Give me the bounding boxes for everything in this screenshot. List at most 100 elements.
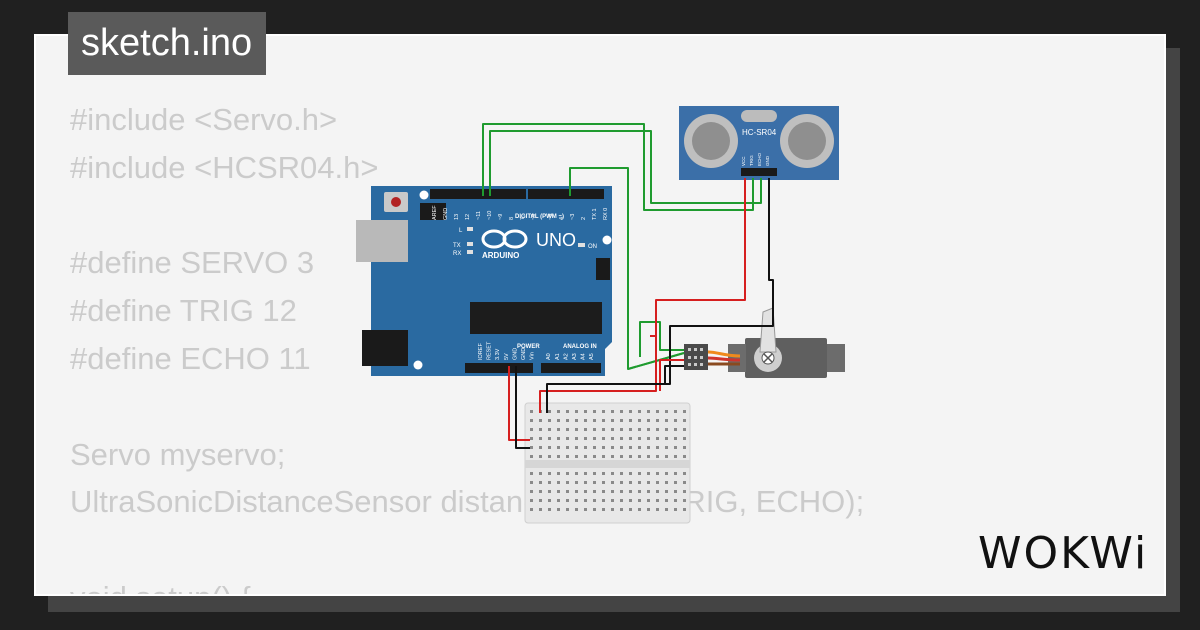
pin-label: 5V <box>504 353 510 360</box>
breadboard-hole <box>575 410 578 413</box>
code-line: #define ECHO 11 <box>70 340 311 376</box>
servo-screw-icon <box>763 353 773 363</box>
breadboard-hole <box>611 499 614 502</box>
breadboard-hole <box>602 472 605 475</box>
icsp-header <box>420 203 446 220</box>
code-line: #define SERVO 3 <box>70 245 315 281</box>
breadboard-hole <box>665 419 668 422</box>
breadboard-hole <box>638 437 641 440</box>
power-header-label: POWER <box>517 344 540 350</box>
pin-label: 12 <box>465 214 471 220</box>
breadboard-hole <box>674 490 677 493</box>
breadboard-hole <box>647 410 650 413</box>
breadboard-hole <box>629 472 632 475</box>
breadboard-hole <box>638 455 641 458</box>
breadboard-hole <box>584 508 587 511</box>
breadboard-hole <box>566 446 569 449</box>
sketch-filename-tab[interactable]: sketch.ino <box>68 12 267 75</box>
breadboard-hole <box>530 419 533 422</box>
pin-label: ~3 <box>570 214 576 220</box>
pin-label: A2 <box>563 353 569 360</box>
breadboard-hole <box>602 508 605 511</box>
breadboard-hole <box>557 410 560 413</box>
power-jack <box>362 330 408 366</box>
breadboard-hole <box>584 410 587 413</box>
breadboard-hole <box>593 437 596 440</box>
wire-gnd <box>515 366 530 449</box>
board-brand: ARDUINO <box>482 251 519 260</box>
breadboard-hole <box>557 437 560 440</box>
breadboard-hole <box>530 490 533 493</box>
breadboard-hole <box>530 410 533 413</box>
breadboard-hole <box>593 446 596 449</box>
breadboard-hole <box>602 410 605 413</box>
breadboard-hole <box>584 455 587 458</box>
breadboard-hole <box>566 455 569 458</box>
breadboard-hole <box>629 481 632 484</box>
hcsr04-sensor[interactable]: HC-SR04 VCC TRIG ECHO GND <box>679 106 839 180</box>
breadboard-hole <box>602 490 605 493</box>
breadboard-hole <box>611 437 614 440</box>
breadboard-hole <box>611 419 614 422</box>
breadboard-hole <box>620 419 623 422</box>
breadboard-hole <box>575 446 578 449</box>
breadboard-hole <box>566 437 569 440</box>
breadboard-hole <box>566 490 569 493</box>
pin-label: A3 <box>572 353 578 360</box>
breadboard-hole <box>638 499 641 502</box>
breadboard-hole <box>665 481 668 484</box>
breadboard-hole <box>602 437 605 440</box>
breadboard-hole <box>584 419 587 422</box>
breadboard-hole <box>674 499 677 502</box>
wire-sensor-gnd <box>669 178 774 378</box>
breadboard-hole <box>557 499 560 502</box>
breadboard-hole <box>620 481 623 484</box>
breadboard-hole <box>656 446 659 449</box>
breadboard-hole <box>647 499 650 502</box>
breadboard-hole <box>683 410 686 413</box>
breadboard-hole <box>530 508 533 511</box>
breadboard-hole <box>656 419 659 422</box>
breadboard-hole <box>539 446 542 449</box>
breadboard-hole <box>566 419 569 422</box>
breadboard-hole <box>593 508 596 511</box>
breadboard-hole <box>674 437 677 440</box>
breadboard-hole <box>566 508 569 511</box>
breadboard-hole <box>674 508 677 511</box>
servo-motor[interactable] <box>684 307 845 378</box>
breadboard-hole <box>638 508 641 511</box>
breadboard-hole <box>620 499 623 502</box>
breadboard-hole <box>593 481 596 484</box>
led-label: ON <box>588 244 597 250</box>
breadboard-hole <box>602 419 605 422</box>
breadboard-hole <box>665 410 668 413</box>
breadboard-hole <box>674 428 677 431</box>
pin-label: ~9 <box>498 214 504 220</box>
pin-label: A4 <box>581 353 587 360</box>
breadboard-hole <box>584 499 587 502</box>
breadboard-hole <box>584 481 587 484</box>
led-tx <box>467 242 473 246</box>
breadboard-hole <box>566 472 569 475</box>
pin-label: GND <box>512 348 518 360</box>
breadboard-hole <box>674 410 677 413</box>
breadboard-hole <box>539 455 542 458</box>
atmega-chip <box>470 302 602 334</box>
arduino-uno-board[interactable]: UNO ARDUINO DIGITAL (PWM ~) POWER ANALOG… <box>356 186 612 376</box>
breadboard <box>524 402 691 524</box>
breadboard-hole <box>557 419 560 422</box>
breadboard-hole <box>539 472 542 475</box>
breadboard-hole <box>629 428 632 431</box>
wire-trig <box>482 123 754 211</box>
pin-label: ~6 <box>531 214 537 220</box>
pin-label: 4 <box>559 217 565 220</box>
breadboard-hole <box>611 428 614 431</box>
breadboard-hole <box>620 410 623 413</box>
breadboard-hole <box>638 419 641 422</box>
breadboard-hole <box>629 490 632 493</box>
breadboard-hole <box>647 481 650 484</box>
breadboard-hole <box>575 455 578 458</box>
breadboard-hole <box>629 508 632 511</box>
breadboard-hole <box>647 428 650 431</box>
breadboard-hole <box>575 437 578 440</box>
